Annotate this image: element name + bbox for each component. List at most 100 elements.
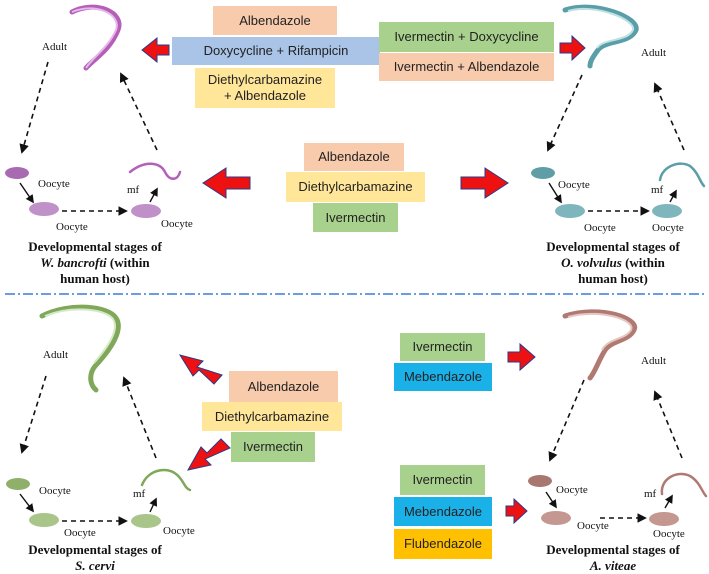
wb-species-name: W. bancrofti <box>40 255 107 270</box>
sc-oocyte-1 <box>6 478 30 490</box>
ov-lifecycle <box>531 4 706 218</box>
av-caption-line1: Developmental stages of <box>546 542 680 557</box>
wb-mf-label: mf <box>127 184 140 196</box>
av-adult-worm <box>562 309 637 381</box>
wb-oocyte-2 <box>29 202 59 216</box>
wb-oocyte-label-3: Oocyte <box>161 218 193 230</box>
ov-mf-red-arrow <box>460 167 509 199</box>
wb-drug-doxycycline-rifampicin: Doxycycline + Rifampicin <box>172 37 380 65</box>
sc-drug-ivermectin: Ivermectin <box>231 432 315 462</box>
sc-oocyte-label-1: Oocyte <box>39 485 71 497</box>
av-drug-flubendazole: Flubendazole <box>394 529 492 559</box>
wb-caption-line2: W. bancrofti (within <box>10 255 180 271</box>
ov-mf-label: mf <box>651 184 664 196</box>
sc-species-name: S. cervi <box>75 558 115 573</box>
sc-arrow-adult-oocyte <box>19 375 47 454</box>
av-lifecycle <box>528 309 708 526</box>
ov-adult-worm <box>562 4 639 69</box>
ov-arrow-to-mf <box>669 189 677 203</box>
wb-arrow-mf-adult <box>119 72 158 151</box>
ov-oocyte-3 <box>652 204 682 218</box>
ov-caption-line2: O. volvulus (within <box>528 255 698 271</box>
av-arrow-mf-adult <box>653 390 683 459</box>
av-adult-label: Adult <box>641 355 667 367</box>
sc-adult-label: Adult <box>43 349 69 361</box>
wb-oocyte-1 <box>5 167 29 179</box>
wb-arrow-adult-oocyte <box>19 61 49 154</box>
sc-mf-worm <box>140 468 192 492</box>
ov-oocyte-label-3: Oocyte <box>652 222 684 234</box>
sc-caption-line1: Developmental stages of <box>28 542 162 557</box>
sc-arrow-mf-adult <box>122 376 157 459</box>
sc-arrow-oocyte-oocyte <box>19 493 35 513</box>
sc-mf-label: mf <box>133 488 146 500</box>
shared-drug-albendazole: Albendazole <box>304 143 404 171</box>
ov-species-name: O. volvulus <box>561 255 622 270</box>
wb-arrow-oocyte-oocyte <box>19 182 34 204</box>
ov-oocyte-1 <box>531 167 555 179</box>
red-arrows <box>141 34 586 525</box>
wb-caption-line3: human host) <box>60 271 130 286</box>
wb-mf-red-arrow <box>202 167 251 199</box>
av-adult-worm-inner <box>567 312 633 351</box>
sc-oocyte-3 <box>131 514 161 528</box>
ov-arrow-adult-oocyte <box>546 74 583 152</box>
av-oocyte-2 <box>541 511 571 525</box>
ov-caption: Developmental stages of O. volvulus (wit… <box>528 239 698 287</box>
ov-adult-label: Adult <box>641 47 667 59</box>
av-arrow-to-mf <box>664 494 673 509</box>
sc-oocyte-label-2: Oocyte <box>64 527 96 539</box>
av-adult-red-arrow <box>507 342 536 372</box>
wb-adult-label: Adult <box>42 41 68 53</box>
shared-drug-ivermectin: Ivermectin <box>313 203 398 232</box>
wb-adult-worm-inner <box>71 7 118 69</box>
sc-oocyte-2 <box>29 513 59 527</box>
wb-adult-worm <box>69 4 122 71</box>
sc-mf-red-arrow <box>187 438 231 471</box>
av-mf-label: mf <box>644 488 657 500</box>
av-oocyte-3 <box>649 512 679 526</box>
sc-oocyte-label-3: Oocyte <box>163 525 195 537</box>
shared-drug-diethylcarbamazine: Diethylcarbamazine <box>286 172 425 202</box>
ov-drug-ivermectin-doxycycline: Ivermectin + Doxycycline <box>379 22 554 52</box>
ov-caption-rest: (within <box>621 255 665 270</box>
ov-mf-worm <box>658 162 706 188</box>
wb-oocyte-label-1: Oocyte <box>38 178 70 190</box>
av-arrow-adult-oocyte <box>548 379 585 462</box>
wb-oocyte-3 <box>131 204 161 218</box>
av-oocyte-label-2: Oocyte <box>577 520 609 532</box>
sc-adult-worm-inner <box>44 308 116 364</box>
wb-drug-albendazole: Albendazole <box>213 6 337 35</box>
av-oocyte-red-arrow <box>505 497 528 525</box>
wb-mf-worm <box>128 162 182 180</box>
ov-arrow-mf-adult <box>653 82 685 151</box>
wb-caption-rest: (within <box>106 255 150 270</box>
av-mf-worm <box>660 472 708 498</box>
av-drug-mebendazole-bottom: Mebendazole <box>394 497 492 526</box>
wb-caption-line1: Developmental stages of <box>28 239 162 254</box>
sc-arrow-to-mf <box>149 497 157 513</box>
av-drug-ivermectin-top: Ivermectin <box>400 333 485 361</box>
sc-caption: Developmental stages of S. cervi <box>10 542 180 574</box>
sc-drug-albendazole: Albendazole <box>229 371 338 402</box>
av-oocyte-label-3: Oocyte <box>653 528 685 540</box>
wb-drug-dec-albendazole: Diethylcarbamazine + Albendazole <box>195 68 335 108</box>
ov-oocyte-2 <box>555 204 585 218</box>
av-drug-mebendazole-top: Mebendazole <box>394 363 492 391</box>
ov-caption-line3: human host) <box>578 271 648 286</box>
sc-lifecycle <box>6 304 192 528</box>
ov-caption-line1: Developmental stages of <box>546 239 680 254</box>
av-caption: Developmental stages of A. viteae <box>528 542 698 574</box>
ov-drug-ivermectin-albendazole: Ivermectin + Albendazole <box>379 53 554 81</box>
av-drug-ivermectin-bottom: Ivermectin <box>400 465 485 495</box>
av-species-name: A. viteae <box>589 558 637 573</box>
wb-arrow-to-mf <box>149 187 158 203</box>
wb-oocyte-label-2: Oocyte <box>56 221 88 233</box>
av-arrow-oocyte-oocyte <box>545 491 557 509</box>
ov-arrow-oocyte-oocyte <box>548 182 562 204</box>
wb-caption: Developmental stages of W. bancrofti (wi… <box>10 239 180 287</box>
wb-adult-red-arrow <box>141 36 170 64</box>
wb-lifecycle <box>5 4 182 218</box>
sc-adult-worm <box>39 304 121 393</box>
